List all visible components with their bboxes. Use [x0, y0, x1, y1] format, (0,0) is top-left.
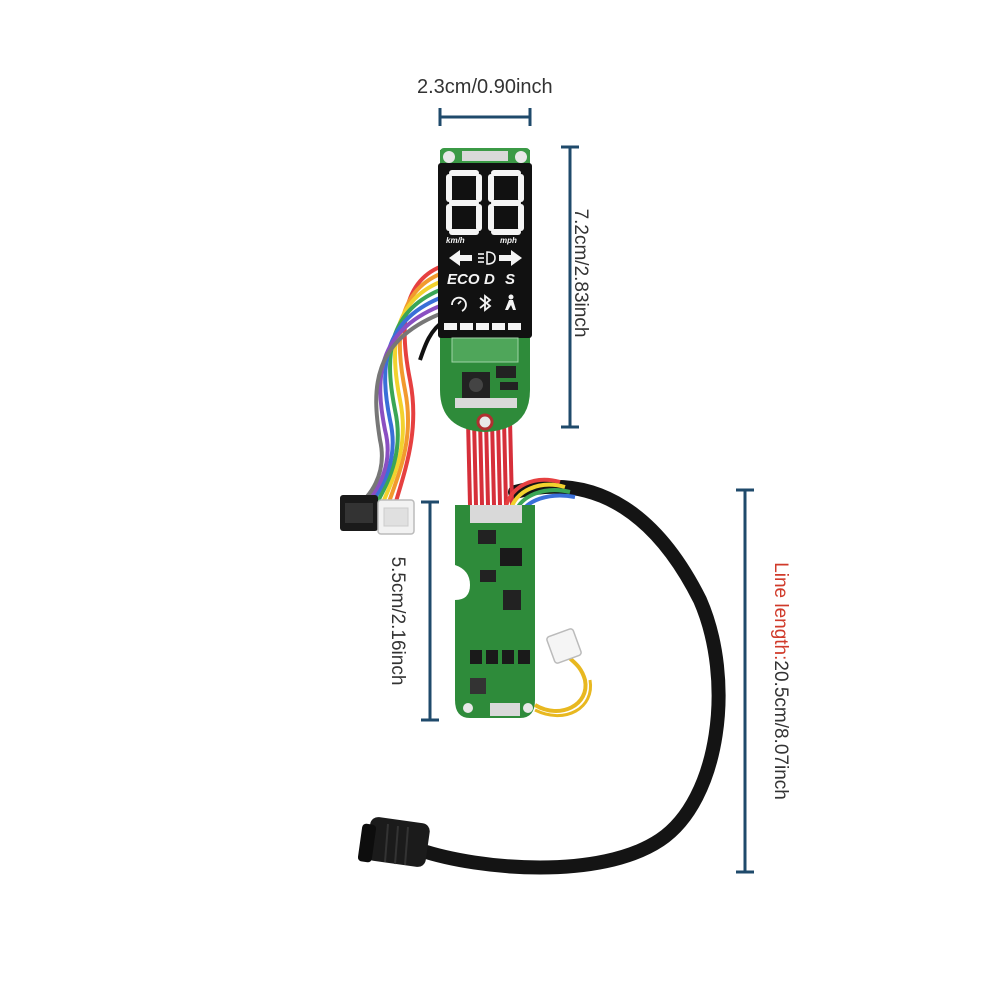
display-pcb-components — [451, 337, 519, 431]
right-arrow-icon — [499, 250, 522, 266]
display-height-label: 7.2cm/2.83inch — [570, 208, 591, 338]
dimension-lines — [421, 108, 754, 874]
digit-two — [488, 170, 524, 235]
board-height-label: 5.5cm/2.16inch — [387, 556, 408, 686]
digit-one — [446, 170, 482, 235]
line-length-value: 20.5cm/8.07inch — [770, 660, 791, 800]
line-length-label: Line length:20.5cm/8.07inch — [769, 561, 791, 801]
line-length-prefix: Line length: — [770, 562, 791, 661]
controller-pcb — [455, 505, 535, 718]
left-arrow-icon — [449, 250, 472, 266]
cruise-icon — [451, 296, 467, 312]
bluetooth-icon — [479, 294, 492, 312]
yellow-wire-connector — [533, 628, 592, 717]
mode-s-label: S — [505, 271, 516, 288]
battery-bars — [444, 323, 521, 330]
mode-eco-label: ECO — [447, 271, 480, 288]
left-wires — [356, 263, 447, 507]
left-connectors — [340, 495, 415, 535]
walk-mode-icon — [505, 294, 516, 310]
mode-d-label: D — [484, 271, 495, 288]
unit-kmh-label: km/h — [446, 236, 465, 245]
cable-connector — [357, 817, 430, 867]
led-display-panel — [438, 163, 532, 338]
ribbon-wires — [466, 419, 514, 506]
unit-mph-label: mph — [500, 236, 517, 245]
headlight-icon — [478, 251, 496, 265]
width-dimension-label: 2.3cm/0.90inch — [417, 76, 553, 98]
